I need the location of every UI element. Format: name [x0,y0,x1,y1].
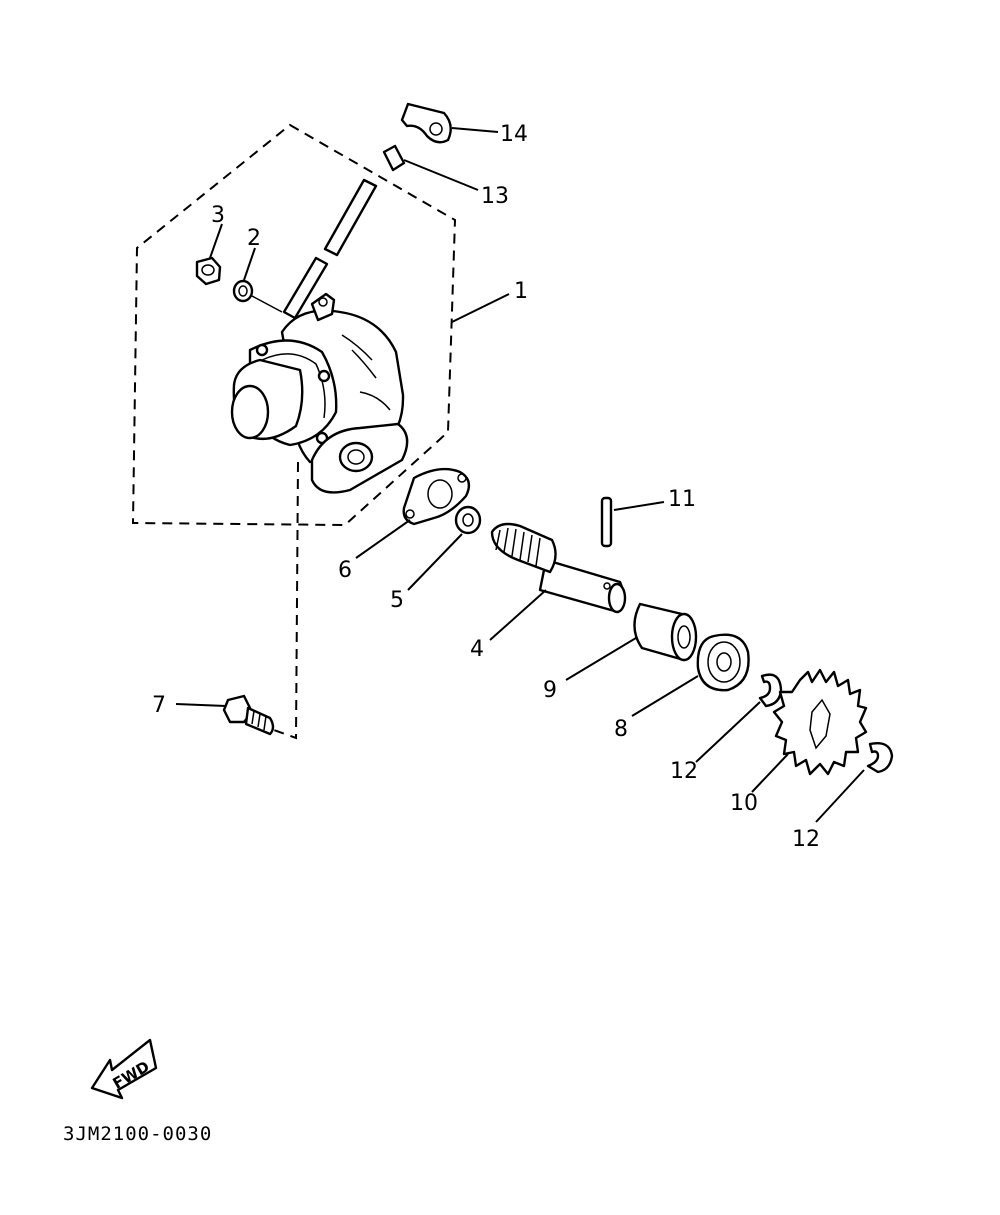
callout-3: 3 [211,203,225,228]
diagram-code: 3JM2100-0030 [63,1123,212,1145]
part-rod [282,178,378,320]
part-7-bolt [222,694,275,736]
callout-1: 1 [514,279,528,304]
part-11-pin [600,496,613,548]
callout-12-b: 12 [792,827,820,852]
assembly-boundary [131,123,457,527]
part-9-bushing [633,602,698,662]
callout-5: 5 [390,588,404,613]
part-13-collar [382,144,406,172]
callout-13: 13 [481,184,509,209]
callout-12-a: 12 [670,759,698,784]
fwd-arrow-icon: FWD [90,1038,158,1100]
part-8-bearing [696,633,750,692]
part-3-screw [195,256,222,286]
callout-11: 11 [668,487,696,512]
callout-6: 6 [338,558,352,583]
part-12-circlip-b [866,742,894,774]
callout-9: 9 [543,678,557,703]
part-14-clip [400,102,452,144]
leader-lines [175,127,865,823]
part-5-seal [454,505,482,535]
callout-7: 7 [152,693,166,718]
part-1-oil-pump-body [230,292,409,494]
callout-10: 10 [730,791,758,816]
part-4-drive-shaft [490,522,627,614]
part-12-circlip-a [758,673,783,708]
callout-14: 14 [500,122,528,147]
part-10-gear [772,668,868,776]
callout-2: 2 [247,226,261,251]
callout-4: 4 [470,637,484,662]
part-6-gasket [402,467,471,526]
locator-line-7 [273,461,299,740]
callout-8: 8 [614,717,628,742]
part-2-washer [232,279,254,303]
